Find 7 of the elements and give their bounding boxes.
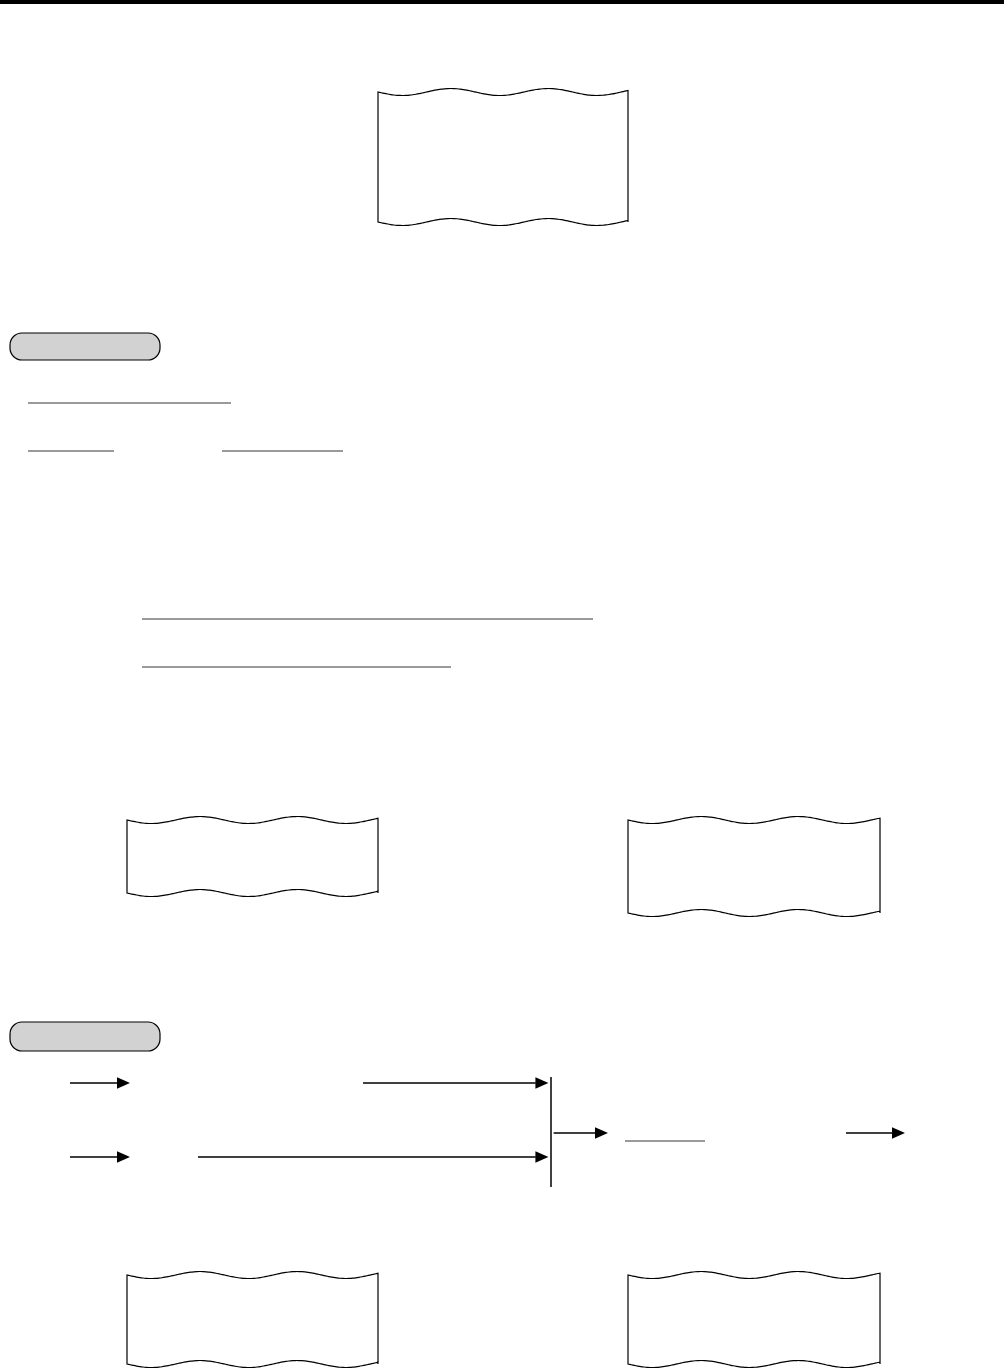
- receipt-outline: [126, 1270, 379, 1369]
- receipt-outline: [377, 87, 629, 227]
- receipt-outline: [126, 815, 379, 898]
- pill-badge: [9, 1021, 161, 1052]
- receipt-outline: [627, 815, 881, 918]
- receipt-outline: [627, 1270, 881, 1369]
- pill-badge: [9, 332, 161, 361]
